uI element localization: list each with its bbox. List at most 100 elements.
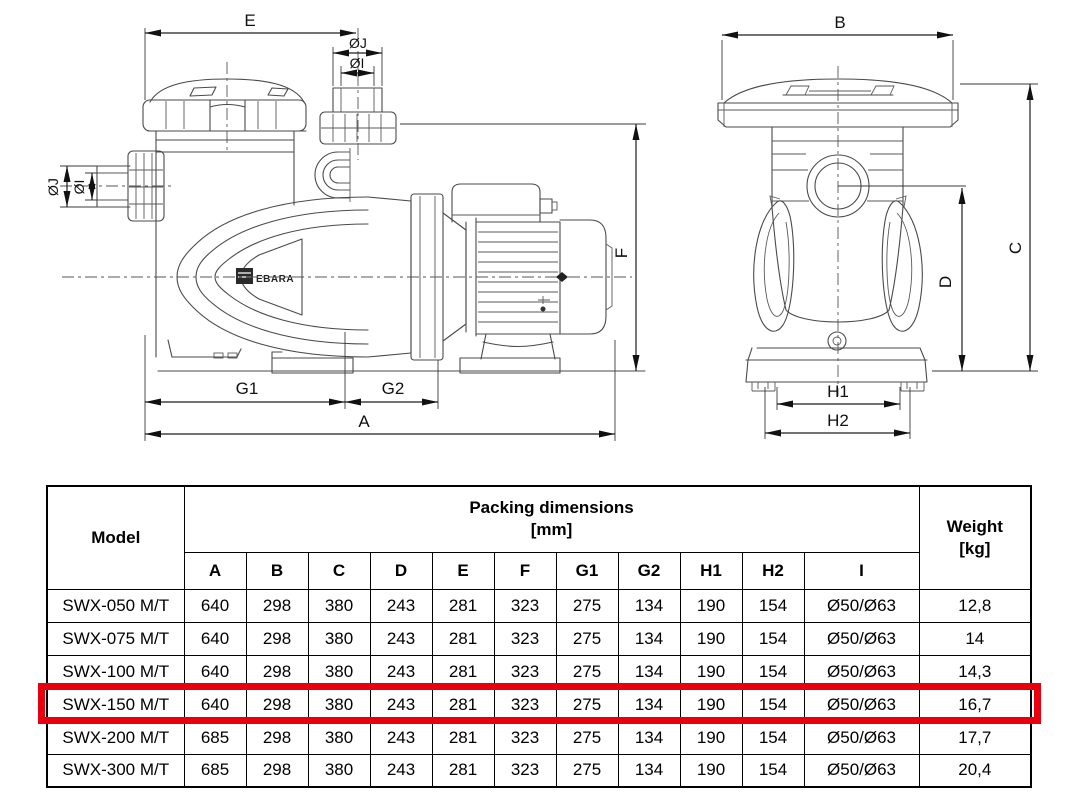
dim-cell: 380 — [307, 720, 371, 755]
dim-cell: 281 — [431, 654, 495, 689]
dim-cell: 190 — [679, 720, 743, 755]
weight-cell: 14 — [918, 621, 1032, 656]
dim-label-b: B — [834, 13, 845, 32]
model-cell: SWX-050 M/T — [46, 588, 185, 623]
dim-cell: 380 — [307, 588, 371, 623]
table-row-highlighted: SWX-150 M/T 640 298 380 243 281 323 275 … — [46, 687, 1032, 722]
dim-cell: 323 — [493, 687, 557, 722]
dim-cell: 323 — [493, 720, 557, 755]
dim-cell: Ø50/Ø63 — [803, 654, 920, 689]
dim-cell: 134 — [617, 753, 681, 788]
table-row: SWX-200 M/T 685 298 380 243 281 323 275 … — [46, 720, 1032, 755]
side-view-drawing: EBARA E — [45, 11, 646, 441]
dim-cell: Ø50/Ø63 — [803, 621, 920, 656]
dim-cell: 275 — [555, 654, 619, 689]
model-cell: SWX-150 M/T — [46, 687, 185, 722]
model-cell: SWX-200 M/T — [46, 720, 185, 755]
dim-label-g2: G2 — [382, 379, 405, 398]
dim-cell: 640 — [183, 621, 247, 656]
col-header-packing: Packing dimensions [mm] — [183, 485, 920, 553]
dim-cell: 190 — [679, 621, 743, 656]
ebara-logo: EBARA — [236, 268, 294, 285]
dim-cell: 323 — [493, 588, 557, 623]
model-cell: SWX-300 M/T — [46, 753, 185, 788]
dim-cell: 380 — [307, 654, 371, 689]
dim-cell: Ø50/Ø63 — [803, 720, 920, 755]
dim-cell: 243 — [369, 720, 433, 755]
pump-technical-drawing: EBARA E — [45, 11, 1038, 441]
col-header-F: F — [493, 551, 557, 590]
dim-label-f: F — [612, 248, 631, 258]
dim-label-h2: H2 — [827, 411, 849, 430]
col-header-weight: Weight [kg] — [918, 485, 1032, 590]
dim-cell: 281 — [431, 753, 495, 788]
col-header-C: C — [307, 551, 371, 590]
dim-cell: 134 — [617, 720, 681, 755]
dim-label-d: D — [936, 276, 955, 288]
dim-cell: 685 — [183, 720, 247, 755]
dim-cell: 154 — [741, 687, 805, 722]
table-row: SWX-100 M/T 640 298 380 243 281 323 275 … — [46, 654, 1032, 689]
dim-cell: 298 — [245, 588, 309, 623]
dim-cell: 275 — [555, 621, 619, 656]
table-row: SWX-300 M/T 685 298 380 243 281 323 275 … — [46, 753, 1032, 788]
table-row: SWX-050 M/T 640 298 380 243 281 323 275 … — [46, 588, 1032, 623]
dim-cell: 275 — [555, 588, 619, 623]
front-view-drawing: B C D H1 H2 — [717, 13, 1038, 439]
weight-cell: 17,7 — [918, 720, 1032, 755]
dim-cell: 243 — [369, 588, 433, 623]
dim-cell: 298 — [245, 753, 309, 788]
dimensions-table-container: Model Packing dimensions [mm] Weight [kg… — [46, 485, 1033, 788]
col-header-B: B — [245, 551, 309, 590]
dim-cell: 380 — [307, 753, 371, 788]
dim-cell: 281 — [431, 687, 495, 722]
dim-cell: 380 — [307, 687, 371, 722]
weight-cell: 14,3 — [918, 654, 1032, 689]
col-header-E: E — [431, 551, 495, 590]
dim-cell: 243 — [369, 687, 433, 722]
dim-cell: Ø50/Ø63 — [803, 588, 920, 623]
dim-label-c: C — [1006, 242, 1025, 254]
col-header-A: A — [183, 551, 247, 590]
dim-cell: 154 — [741, 654, 805, 689]
packing-dimensions-table: Model Packing dimensions [mm] Weight [kg… — [46, 485, 1033, 788]
dim-cell: Ø50/Ø63 — [803, 687, 920, 722]
weight-cell: 20,4 — [918, 753, 1032, 788]
dim-cell: 243 — [369, 753, 433, 788]
dim-cell: 298 — [245, 621, 309, 656]
weight-title: Weight — [946, 516, 1003, 536]
logo-text: EBARA — [256, 274, 294, 285]
dim-cell: 640 — [183, 654, 247, 689]
dim-cell: 281 — [431, 621, 495, 656]
dim-cell: 298 — [245, 687, 309, 722]
dim-cell: 685 — [183, 753, 247, 788]
weight-unit: [kg] — [959, 538, 991, 558]
dim-label-h1: H1 — [827, 382, 849, 401]
dim-label-dj-top: ØJ — [349, 35, 367, 51]
col-header-D: D — [369, 551, 433, 590]
packing-title: Packing dimensions — [469, 498, 634, 518]
dim-cell: 134 — [617, 687, 681, 722]
dim-cell: 323 — [493, 621, 557, 656]
dim-cell: Ø50/Ø63 — [803, 753, 920, 788]
dim-cell: 243 — [369, 621, 433, 656]
col-header-I: I — [803, 551, 920, 590]
dim-cell: 190 — [679, 654, 743, 689]
dim-cell: 190 — [679, 687, 743, 722]
col-header-G1: G1 — [555, 551, 619, 590]
dim-label-di-top: ØI — [350, 55, 365, 71]
dim-cell: 190 — [679, 753, 743, 788]
dim-cell: 275 — [555, 753, 619, 788]
dim-cell: 154 — [741, 753, 805, 788]
dim-cell: 640 — [183, 687, 247, 722]
dim-cell: 275 — [555, 687, 619, 722]
dim-cell: 190 — [679, 588, 743, 623]
dim-cell: 134 — [617, 621, 681, 656]
dim-cell: 323 — [493, 654, 557, 689]
dim-label-a: A — [358, 412, 370, 431]
dim-cell: 640 — [183, 588, 247, 623]
model-cell: SWX-075 M/T — [46, 621, 185, 656]
dim-label-e: E — [244, 11, 255, 30]
dim-cell: 134 — [617, 654, 681, 689]
dim-cell: 154 — [741, 621, 805, 656]
